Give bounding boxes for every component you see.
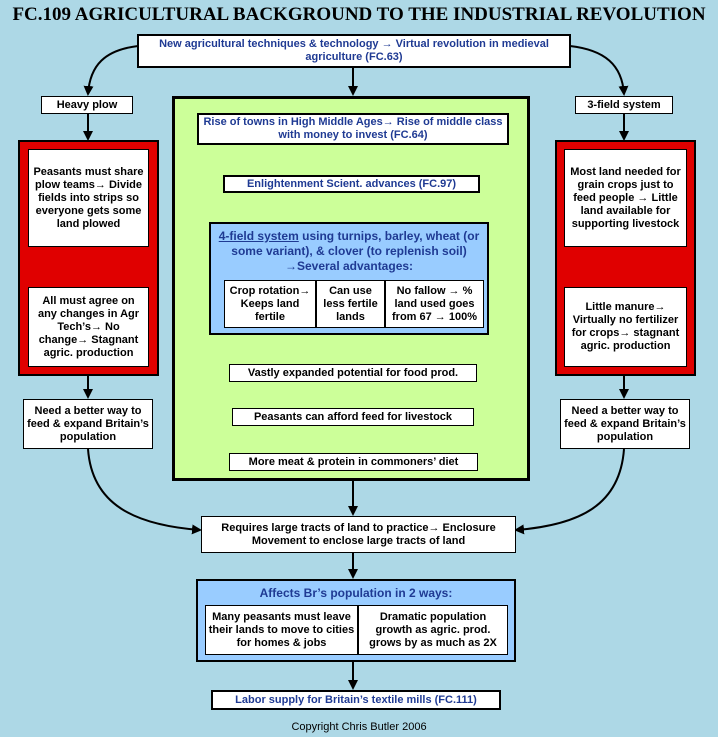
top-box: New agricultural techniques & technology…	[137, 34, 571, 68]
population-title: Affects Br’s population in 2 ways:	[259, 586, 453, 600]
right-box-manure: Little manure→ Virtually no fertilizer f…	[564, 287, 687, 367]
population-way-migration: Many peasants must leave their lands to …	[205, 605, 358, 655]
right-box-grain-crops: Most land needed for grain crops just to…	[564, 149, 687, 247]
enclosure-box: Requires large tracts of land to practic…	[201, 516, 516, 553]
four-field-description: using turnips, barley, wheat (or some va…	[231, 229, 480, 273]
population-way-growth: Dramatic population growth as agric. pro…	[358, 605, 508, 655]
right-outcome-box: Need a better way to feed & expand Brita…	[560, 399, 690, 449]
food-box: Vastly expanded potential for food prod.	[229, 364, 477, 382]
labor-box: Labor supply for Britain’s textile mills…	[211, 690, 501, 710]
advantage-crop-rotation: Crop rotation→ Keeps land fertile	[224, 280, 316, 328]
left-outcome-box: Need a better way to feed & expand Brita…	[23, 399, 153, 449]
population-panel: Affects Br’s population in 2 ways: Many …	[196, 579, 516, 662]
meat-box: More meat & protein in commoners’ diet	[229, 453, 478, 471]
advantage-less-fertile: Can use less fertile lands	[316, 280, 385, 328]
left-box-plow-teams: Peasants must share plow teams→ Divide f…	[28, 149, 149, 247]
label-heavy-plow: Heavy plow	[41, 96, 133, 114]
four-field-panel: 4-field system using turnips, barley, wh…	[209, 222, 489, 335]
four-field-title: 4-field system	[218, 229, 299, 243]
enlightenment-box: Enlightenment Scient. advances (FC.97)	[223, 175, 480, 193]
page-title: FC.109 AGRICULTURAL BACKGROUND TO THE IN…	[12, 4, 706, 25]
advantage-no-fallow: No fallow → % land used goes from 67 → 1…	[385, 280, 484, 328]
copyright: Copyright Chris Butler 2006	[291, 721, 427, 733]
label-3-field-system: 3-field system	[575, 96, 673, 114]
left-box-stagnant: All must agree on any changes in Agr Tec…	[28, 287, 149, 367]
four-field-text: 4-field system using turnips, barley, wh…	[217, 229, 481, 274]
towns-box: Rise of towns in High Middle Ages→ Rise …	[197, 113, 509, 145]
livestock-box: Peasants can afford feed for livestock	[232, 408, 474, 426]
